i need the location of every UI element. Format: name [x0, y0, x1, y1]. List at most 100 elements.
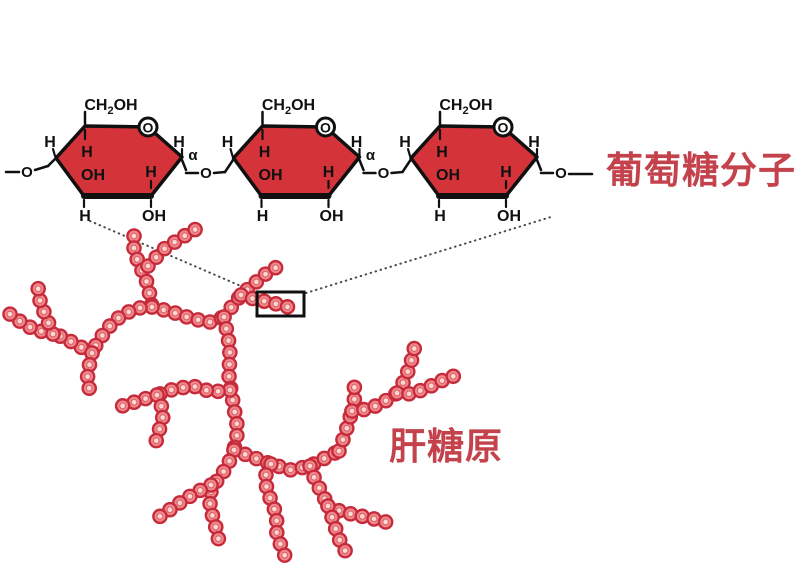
glucose-unit-bead: [155, 302, 172, 318]
glucose-unit-bead: [187, 221, 203, 238]
glycogen-branch: [216, 309, 245, 456]
ring-oxygen-vertex: [315, 116, 336, 138]
glucose-unit-bead: [148, 249, 165, 266]
ring-hexagon: [231, 124, 362, 198]
glucose-unit-bead: [344, 403, 360, 419]
glucose-unit-bead: [32, 292, 48, 309]
terminal-oxygen-label: O: [21, 164, 33, 181]
glucose-unit-bead: [262, 490, 278, 506]
inner-h-label: H: [436, 144, 448, 161]
ring-oxygen-label: O: [498, 120, 509, 136]
glucose-unit-bead: [144, 299, 160, 315]
glucose-unit-bead: [276, 547, 293, 563]
dotted-callout-line: [89, 220, 258, 294]
inner-h-label: H: [81, 144, 93, 161]
alpha-label: α: [366, 147, 376, 164]
inner-oh-label: OH: [81, 167, 105, 184]
glycogen-branch: [226, 442, 343, 478]
alpha-label: α: [188, 147, 198, 164]
glucose-unit-bead: [204, 507, 221, 524]
glucose-unit-bead: [222, 344, 238, 361]
left-h-label: H: [399, 134, 411, 151]
bond-line: [406, 147, 412, 158]
glycogen-branch: [389, 368, 462, 402]
bond-line: [229, 147, 234, 158]
bond-line: [180, 158, 188, 172]
linkage-oxygen-label: O: [378, 165, 390, 182]
bottom-oh-label: OH: [497, 208, 521, 225]
terminal-right: O: [535, 158, 594, 182]
glucose-unit-bead: [356, 401, 372, 418]
ring-oxygen-vertex: [137, 116, 159, 138]
alpha-linkage-1: αO: [180, 147, 235, 182]
glucose-unit-bead: [81, 380, 98, 397]
bond-line: [535, 158, 543, 172]
glycogen-branch: [87, 299, 160, 354]
glucose-unit-bead: [268, 512, 285, 529]
glucose-unit-bead: [302, 458, 318, 474]
glucose-unit-bead: [324, 509, 340, 526]
glucose-unit-bead: [114, 398, 131, 414]
glycogen-label: 肝糖原: [389, 426, 503, 467]
left-h-label: H: [44, 134, 56, 151]
glucose-unit-bead: [178, 309, 195, 325]
glucose-unit-bead: [258, 467, 274, 483]
glycogen-branch: [152, 378, 238, 402]
inner-oh-label: OH: [259, 167, 283, 184]
glycogen-branch: [148, 387, 171, 449]
bond-line: [390, 170, 404, 175]
right-h-label: H: [173, 134, 185, 151]
glucose-molecule-label: 葡萄糖分子: [606, 150, 796, 191]
glucose-unit-bead: [152, 508, 168, 525]
bond-line: [46, 156, 58, 168]
ch2oh-label: CH2OH: [262, 97, 315, 117]
bottom-h-label: H: [434, 208, 446, 225]
ch2oh-label: CH2OH: [84, 97, 137, 117]
right-h-label: H: [351, 134, 363, 151]
glycogen-branch: [152, 477, 219, 525]
inner-oh-label: OH: [436, 167, 460, 184]
inner-h-label: H: [259, 144, 271, 161]
glycogen-branch: [202, 442, 242, 547]
glucose-unit-bead: [377, 514, 394, 530]
left-h-label: H: [222, 134, 234, 151]
bottom-oh-label: OH: [320, 208, 344, 225]
bond-line: [223, 158, 235, 174]
ring-oxygen-label: O: [143, 120, 154, 136]
glycogen-branch: [79, 345, 100, 397]
glucose-unit-bead: [187, 378, 203, 395]
glycogen-branch: [320, 498, 353, 559]
glucose-unit-bead: [138, 273, 155, 290]
glucose-unit-bead: [279, 299, 296, 315]
glucose-unit-bead: [354, 508, 371, 525]
linkage-oxygen-label: O: [200, 165, 212, 182]
bottom-h-label: H: [79, 208, 91, 225]
glucose-unit-bead: [126, 228, 142, 244]
glucose-unit-bead: [339, 420, 355, 437]
ring-hexagon: [54, 124, 184, 198]
terminal-left: O: [4, 156, 58, 181]
glucose-unit-bead: [221, 356, 238, 373]
bond-line: [358, 158, 365, 172]
glucose-unit-bead: [434, 372, 450, 389]
glucose-unit-bead: [220, 332, 237, 349]
terminal-oxygen-label: O: [555, 165, 567, 182]
glucose-unit-bead: [337, 542, 353, 559]
glucose-unit-bead: [366, 511, 382, 527]
inner-right-h-label: H: [500, 164, 512, 181]
glucose-unit-bead: [233, 287, 249, 303]
glycogen-branch: [140, 221, 203, 274]
bottom-h-label: H: [257, 208, 269, 225]
glycogen-branch: [30, 280, 61, 342]
glucose-unit-bead: [198, 382, 215, 399]
bond-line: [33, 164, 50, 172]
glucose-unit-bead: [406, 340, 423, 357]
glucose-unit-bead: [30, 280, 46, 297]
glucose-unit-bead: [342, 506, 359, 522]
inner-right-h-label: H: [323, 164, 335, 181]
